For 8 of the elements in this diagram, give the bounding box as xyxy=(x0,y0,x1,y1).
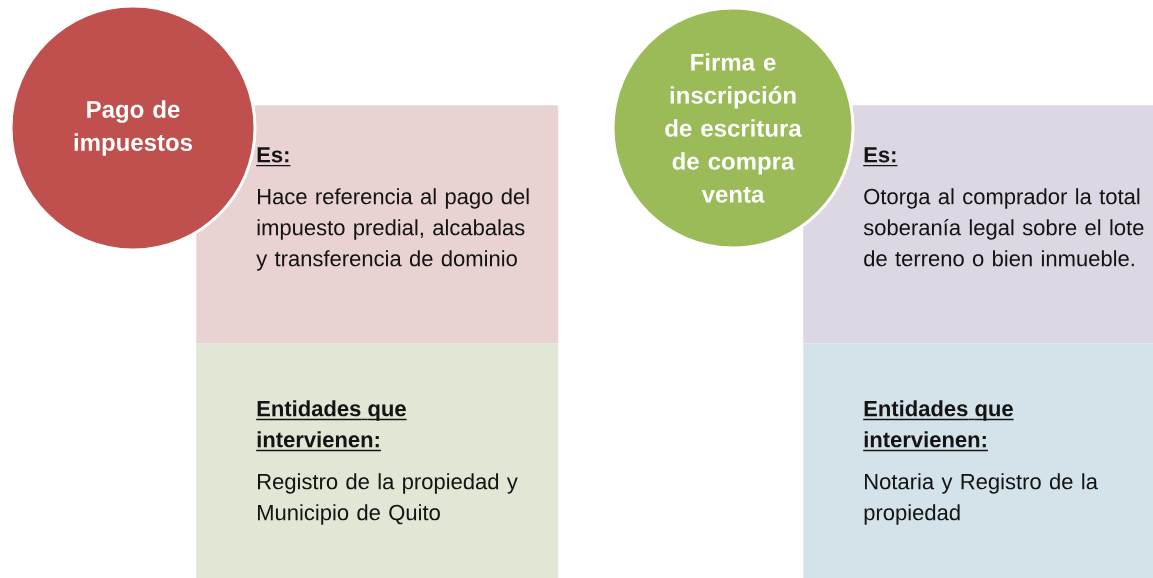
section-heading: Entidades que intervienen: xyxy=(862,400,1015,452)
section-heading: Es: xyxy=(862,147,899,167)
body-text: Notaria y Registro de la propiedad xyxy=(864,473,1098,525)
body-text: Registro de la propiedad y Municipio de Quito xyxy=(258,473,518,525)
section-heading: Entidades que intervienen: xyxy=(255,400,408,452)
body-text: Otorga al comprador la total soberanía legal sobre el lote de terreno o bien inmueble. xyxy=(863,188,1144,267)
section-heading: Es: xyxy=(255,147,292,167)
body-text: Hace referencia al pago del impuesto predial, alcabalas y transferencia de dominio xyxy=(256,188,529,271)
